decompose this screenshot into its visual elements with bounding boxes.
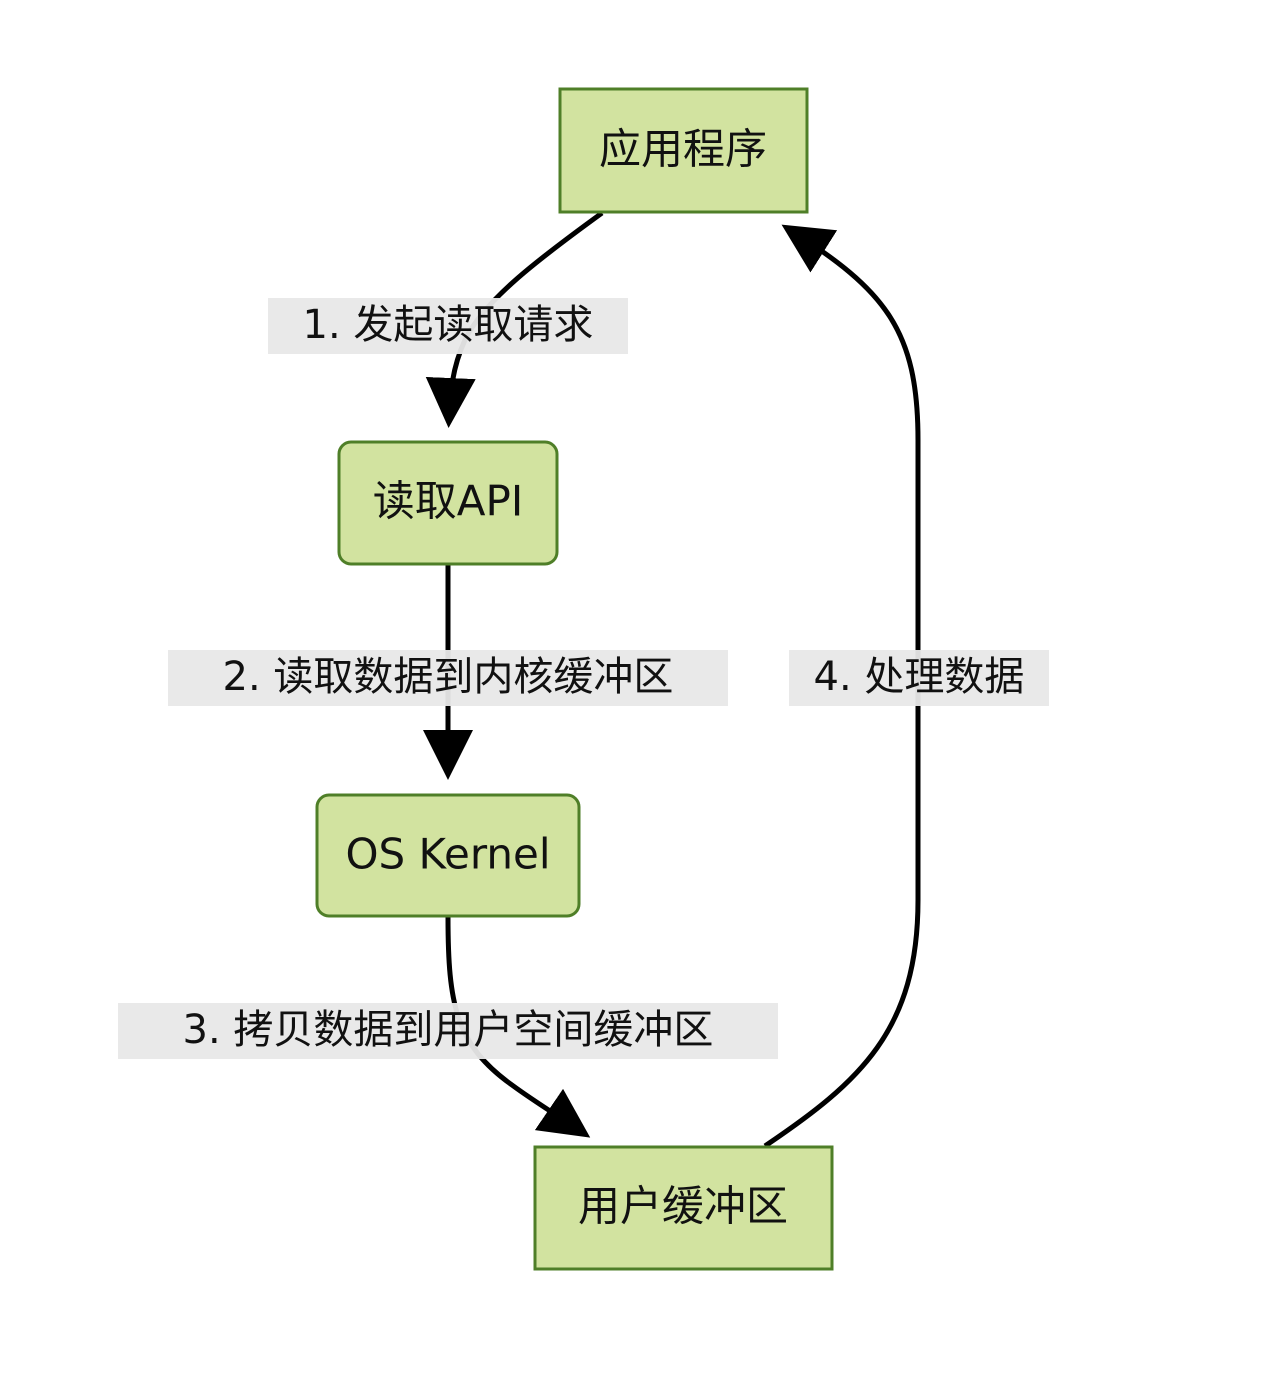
node-app[interactable]: 应用程序 (558, 87, 809, 214)
edge-kernel-to-user-buffer (445, 916, 591, 1138)
edge-label-1: 1. 发起读取请求 (268, 298, 628, 354)
node-user-buffer-label: 用户缓冲区 (578, 1182, 788, 1231)
node-kernel-label: OS Kernel (345, 830, 550, 879)
edge-label-2: 2. 读取数据到内核缓冲区 (168, 650, 728, 706)
edge-label-2-text: 2. 读取数据到内核缓冲区 (223, 654, 674, 700)
edge-label-4-text: 4. 处理数据 (814, 654, 1025, 700)
node-read-api-label: 读取API (373, 477, 523, 526)
edge-label-3-text: 3. 拷贝数据到用户空间缓冲区 (183, 1007, 714, 1053)
edge-label-1-text: 1. 发起读取请求 (303, 302, 594, 348)
edge-label-4: 4. 处理数据 (789, 650, 1049, 706)
node-app-label: 应用程序 (599, 125, 767, 174)
edge-label-3: 3. 拷贝数据到用户空间缓冲区 (118, 1003, 778, 1059)
node-user-buffer[interactable]: 用户缓冲区 (533, 1145, 834, 1271)
node-read-api[interactable]: 读取API (337, 440, 559, 566)
edge-user-buffer-to-app (763, 224, 921, 1149)
node-kernel[interactable]: OS Kernel (315, 793, 581, 918)
